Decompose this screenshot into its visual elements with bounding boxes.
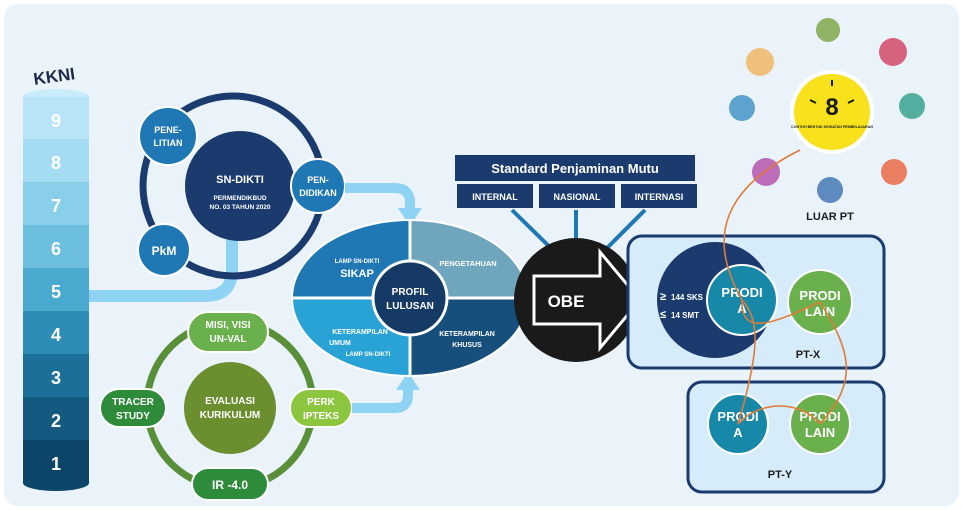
pty-prodi-lain-line2: LAIN — [805, 425, 835, 440]
kkni-level-6: 6 — [51, 239, 61, 259]
activity-icon-4 — [729, 95, 755, 121]
pty-prodi-a-line2: A — [733, 425, 743, 440]
pty-prodi-a-line1: PRODI — [717, 409, 758, 424]
mobility-connectors — [723, 149, 848, 425]
luar-pt-group: 8 CONTOH BENTUK KEGIATAN PEMBELAJARAN LU… — [729, 18, 925, 223]
ptx-prodi-a-line1: PRODI — [721, 285, 762, 300]
kkni-level-4: 4 — [51, 325, 61, 345]
obe-group: OBE — [514, 238, 642, 362]
profil-line2: LULUSAN — [386, 301, 434, 312]
penelitian-node — [138, 106, 198, 166]
spm-title: Standard Penjaminan Mutu — [491, 161, 659, 176]
ptx-le: ≤ — [660, 309, 666, 321]
tracer-node — [99, 388, 167, 428]
kkni-column: KKNI 9 8 7 6 5 4 3 2 1 — [23, 64, 89, 491]
misi-visi-node — [187, 311, 269, 353]
spm-internal-box — [457, 184, 533, 208]
spm-internal: INTERNAL — [472, 192, 518, 202]
penelitian-line1: PENE- — [154, 125, 182, 135]
evaluasi-line1: EVALUASI — [205, 396, 255, 407]
luar-center-caption: CONTOH BENTUK KEGIATAN PEMBELAJARAN — [791, 125, 873, 129]
spm-internasi: INTERNASI — [635, 192, 684, 202]
sndikti-sub2: NO. 03 TAHUN 2020 — [210, 204, 271, 211]
sndikti-title: SN-DIKTI — [216, 174, 264, 186]
kkni-level-8: 8 — [51, 153, 61, 173]
ket-khusus-line2: KHUSUS — [452, 342, 482, 349]
profil-lulusan-group: PROFIL LULUSAN LAMP SN-DIKTI SIKAP PENGE… — [291, 219, 529, 377]
ir40-label: IR -4.0 — [212, 478, 248, 492]
kkni-level-2: 2 — [51, 411, 61, 431]
ptx-label: PT-X — [796, 349, 821, 361]
profil-center — [371, 259, 449, 337]
pkm-label: PkM — [152, 244, 177, 258]
luar-center-circle — [794, 74, 870, 150]
penelitian-line2: LITIAN — [154, 138, 183, 148]
activity-icon-5 — [899, 93, 925, 119]
pty-label: PT-Y — [768, 469, 793, 481]
spm-nasional-box — [539, 184, 615, 208]
kkni-level-9: 9 — [51, 111, 61, 131]
kkni-title: KKNI — [32, 64, 76, 89]
kkni-level-1: 1 — [51, 454, 61, 474]
spm-group: Standard Penjaminan Mutu INTERNAL NASION… — [455, 155, 697, 259]
evaluasi-line2: KURIKULUM — [200, 410, 261, 421]
activity-icon-8 — [881, 159, 907, 185]
ptx-smt: 14 SMT — [671, 311, 699, 320]
sikap-small: LAMP SN-DIKTI — [335, 259, 380, 265]
pty-group: PRODI A PRODI LAIN PT-Y — [686, 380, 886, 494]
ket-umum-small: LAMP SN-DIKTI — [346, 352, 391, 358]
pendidikan-line1: PEN- — [307, 175, 329, 185]
ptx-group: ≥ 144 SKS ≤ 14 SMT PRODI A PRODI LAIN PT… — [626, 234, 886, 370]
obe-label: OBE — [548, 292, 585, 311]
pendidikan-to-profil-arrow — [345, 183, 422, 226]
spm-nasional: NASIONAL — [554, 192, 602, 202]
ptx-sks: 144 SKS — [671, 293, 704, 302]
tracer-line1: TRACER — [112, 397, 154, 408]
pendidikan-node — [290, 158, 346, 214]
activity-icon-6 — [752, 158, 780, 186]
perk-line1: PERK — [307, 397, 336, 408]
sndikti-center — [185, 131, 295, 241]
pty-prodi-lain-line1: PRODI — [799, 409, 840, 424]
luar-pt-label: LUAR PT — [806, 211, 854, 223]
pendidikan-line2: DIDIKAN — [299, 188, 337, 198]
misi-line2: UN-VAL — [209, 334, 246, 345]
profil-line1: PROFIL — [392, 287, 429, 298]
ket-umum-line1: KETERAMPILAN — [332, 329, 388, 336]
activity-icon-3 — [879, 38, 907, 66]
perk-line2: IPTEKS — [303, 411, 339, 422]
pkm-node — [137, 223, 191, 277]
kkni-level-7: 7 — [51, 196, 61, 216]
luar-center-number: 8 — [825, 94, 838, 121]
ir40-node — [191, 467, 269, 501]
kkni-level-5: 5 — [51, 282, 61, 302]
sikap-label: SIKAP — [340, 268, 374, 280]
activity-icon-1 — [746, 48, 774, 76]
kkni-level-3: 3 — [51, 368, 61, 388]
activity-icon-7 — [817, 177, 843, 203]
sndikti-group: SN-DIKTI PERMENDIKBUD NO. 03 TAHUN 2020 … — [137, 92, 346, 280]
tracer-line2: STUDY — [116, 411, 150, 422]
evaluasi-group: EVALUASI KURIKULUM MISI, VISI UN-VAL TRA… — [99, 311, 353, 501]
ket-umum-line2: UMUM — [329, 340, 351, 347]
sndikti-sub1: PERMENDIKBUD — [213, 195, 266, 202]
pengetahuan-label: PENGETAHUAN — [439, 259, 496, 268]
evaluasi-center — [184, 362, 276, 454]
misi-line1: MISI, VISI — [205, 320, 250, 331]
ket-khusus-line1: KETERAMPILAN — [439, 331, 495, 338]
perk-to-profil-arrow — [352, 372, 420, 413]
spm-title-box — [455, 155, 695, 181]
ptx-ge: ≥ — [660, 291, 666, 303]
ptx-prodi-lain-line1: PRODI — [799, 288, 840, 303]
obe-arrow — [532, 247, 642, 353]
spm-internasi-box — [621, 184, 697, 208]
activity-icon-2 — [816, 18, 840, 42]
